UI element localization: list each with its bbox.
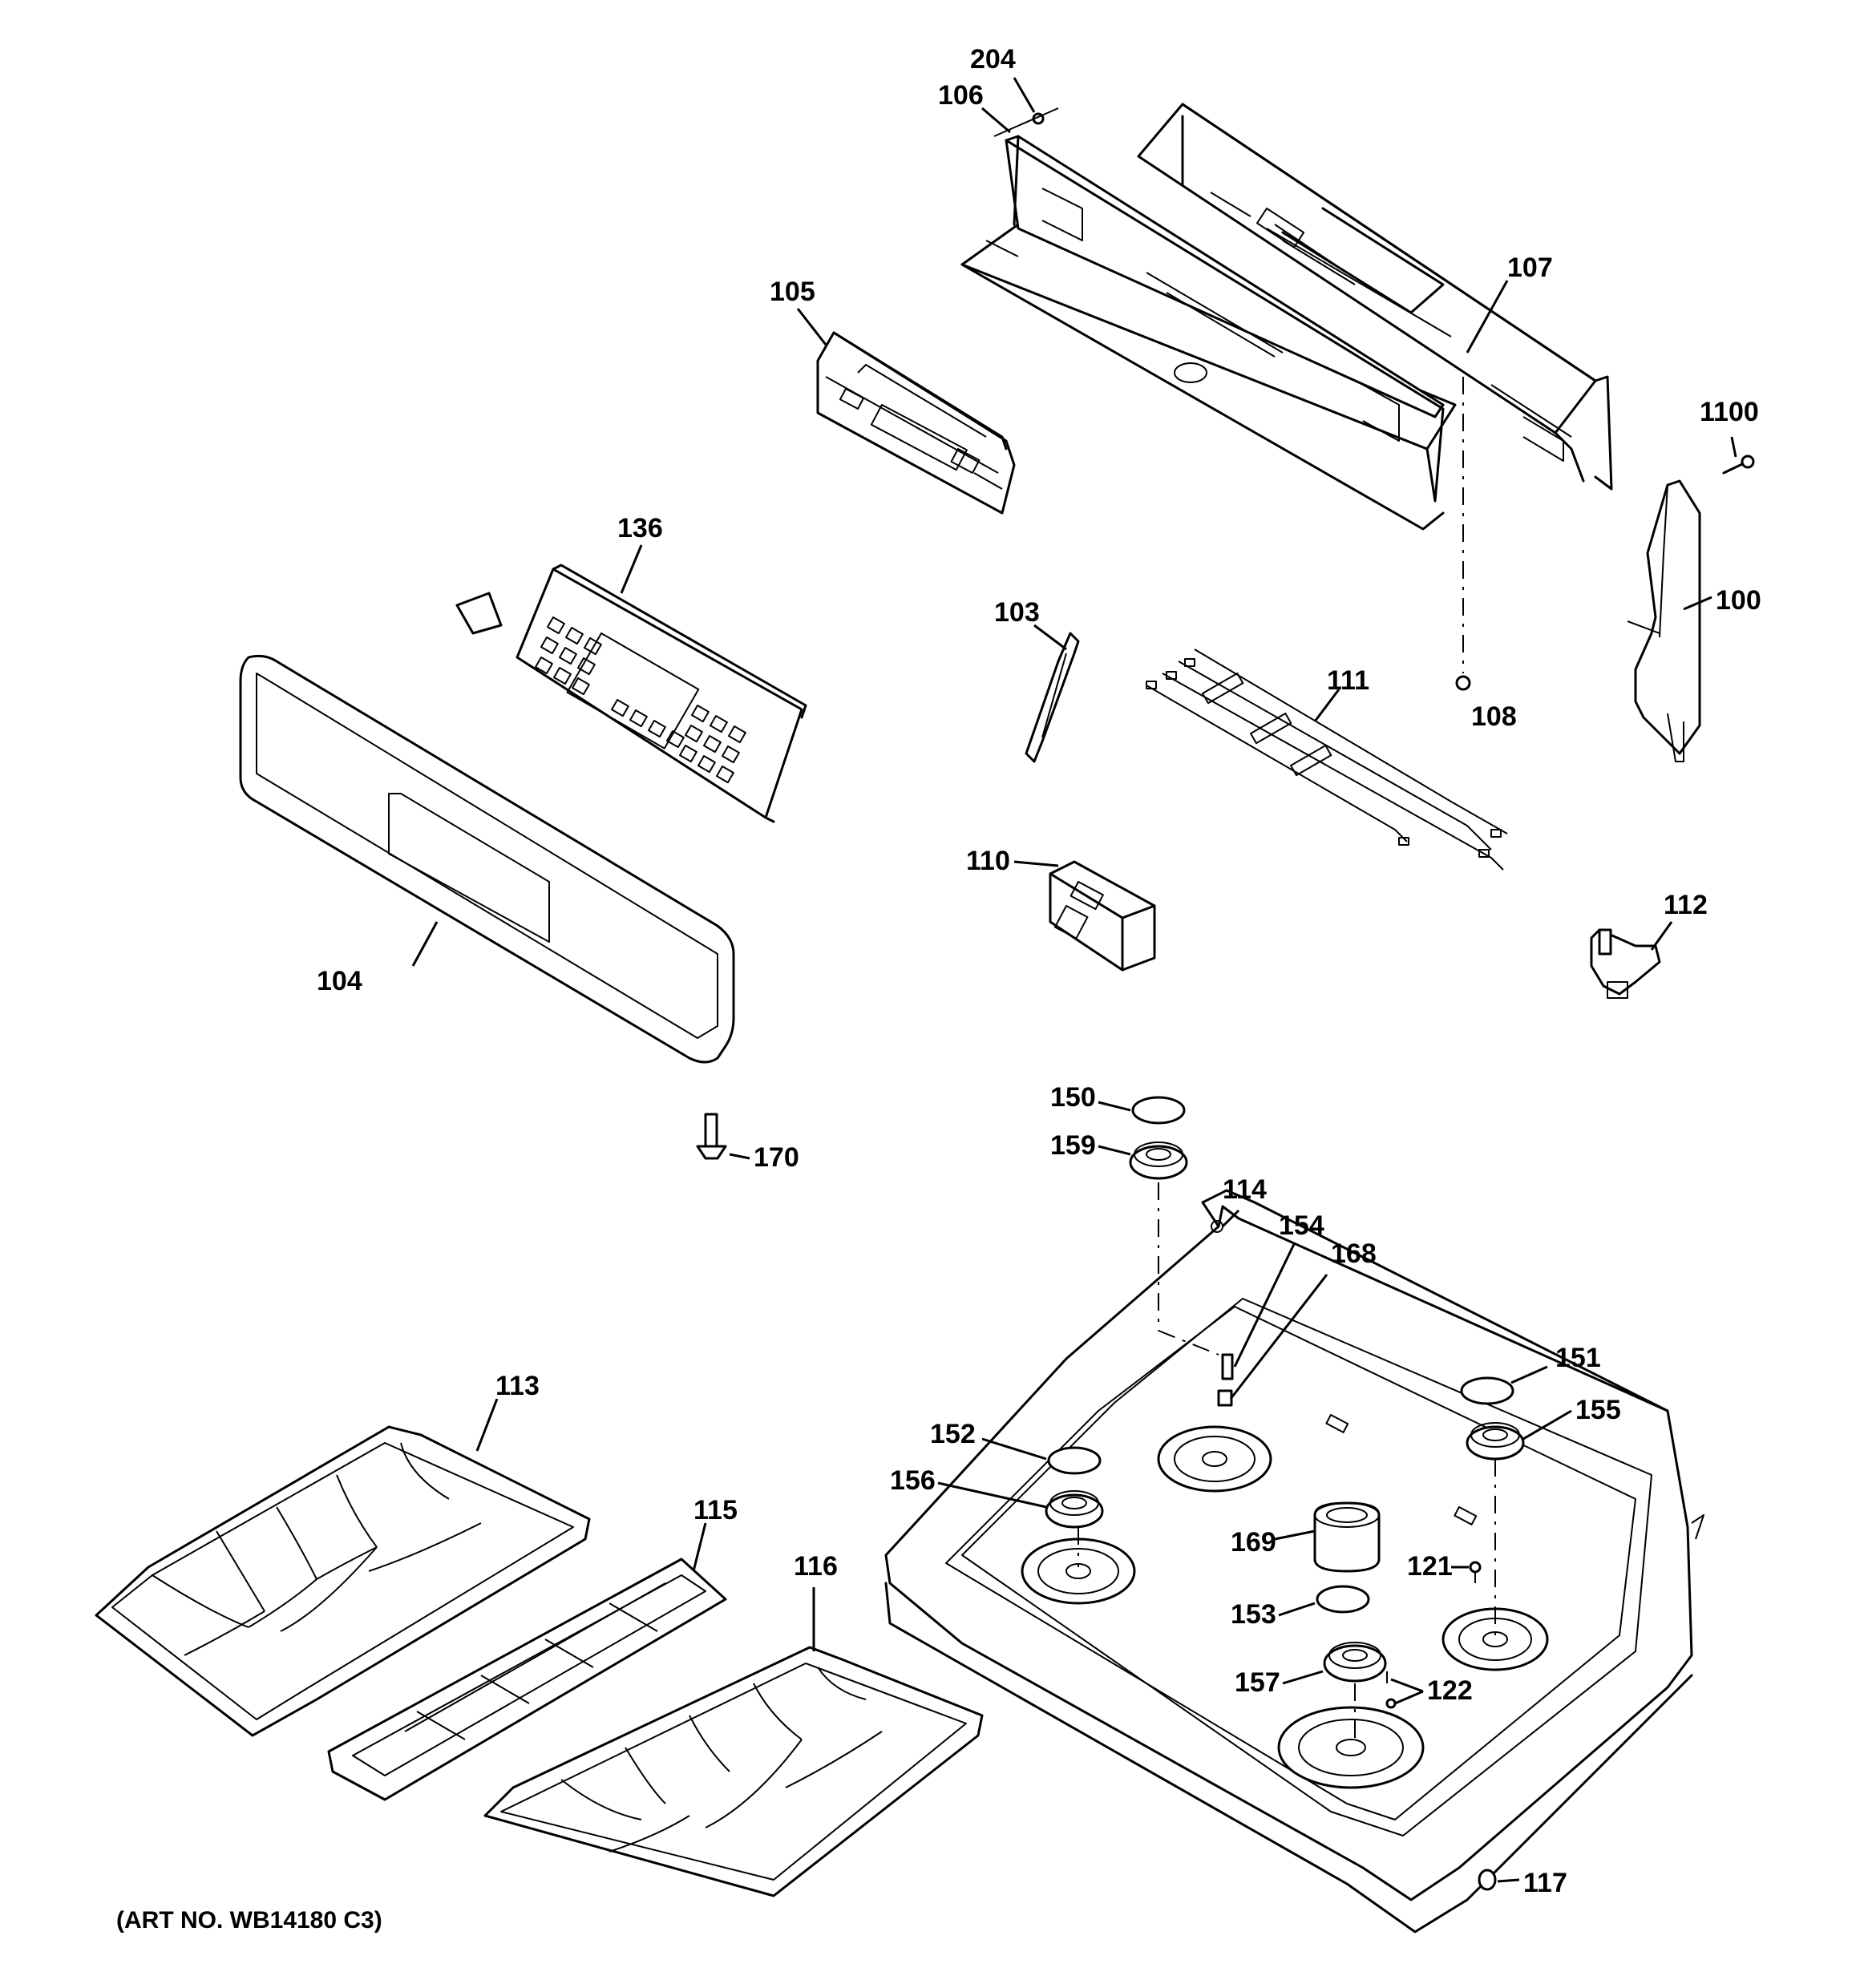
burner-cap-152 — [1047, 1446, 1102, 1475]
grate-right — [483, 1646, 984, 1897]
burner-base-rear-left — [1157, 1425, 1272, 1493]
callout-108: 108 — [1471, 701, 1517, 732]
burner-cap-153 — [1316, 1585, 1370, 1614]
callout-111: 111 — [1327, 665, 1369, 696]
callout-115: 115 — [693, 1495, 738, 1525]
art-number: (ART NO. WB14180 C3) — [116, 1907, 382, 1933]
glass-touch-panel — [455, 564, 807, 823]
callout-170: 170 — [754, 1142, 799, 1173]
bracket — [1025, 632, 1080, 763]
cooktop — [884, 1189, 1704, 1933]
callout-1100: 1100 — [1700, 397, 1759, 427]
leader-lines — [411, 77, 1737, 1883]
control-board — [816, 331, 1016, 515]
screw-204 — [993, 107, 1059, 137]
callout-100: 100 — [1716, 585, 1761, 616]
rear-panel-top — [1137, 103, 1613, 491]
callout-154: 154 — [1279, 1210, 1324, 1241]
callout-122: 122 — [1427, 1675, 1473, 1706]
callout-157: 157 — [1235, 1667, 1280, 1698]
callout-117: 117 — [1523, 1868, 1567, 1898]
callout-159: 159 — [1050, 1130, 1096, 1161]
relay-board — [1049, 860, 1156, 972]
callout-155: 155 — [1575, 1395, 1621, 1425]
grate-center — [327, 1558, 727, 1801]
callout-116: 116 — [794, 1551, 838, 1582]
callout-104: 104 — [317, 966, 362, 996]
burner-169 — [1313, 1501, 1381, 1573]
callout-168: 168 — [1331, 1238, 1377, 1269]
alignment-lines — [1078, 1182, 1496, 1744]
grate-left — [95, 1425, 591, 1737]
screw-1100 — [1722, 455, 1755, 475]
callout-113: 113 — [495, 1371, 540, 1401]
burner-head-157 — [1323, 1642, 1387, 1683]
callout-151: 151 — [1555, 1343, 1601, 1373]
callout-153: 153 — [1231, 1599, 1276, 1630]
burner-head-159 — [1129, 1141, 1188, 1180]
burner-base-front-left — [1021, 1537, 1136, 1605]
callout-107: 107 — [1507, 253, 1553, 283]
wire-harness-ribbon — [1146, 649, 1508, 871]
burner-cap-151 — [1460, 1376, 1514, 1405]
burner-base-front-right — [1277, 1706, 1425, 1789]
control-panel-back — [960, 135, 1457, 531]
side-trim — [1627, 479, 1701, 762]
callout-204: 204 — [970, 44, 1016, 75]
burner-head-155 — [1466, 1422, 1525, 1461]
callout-105: 105 — [770, 277, 815, 307]
burner-cap-150 — [1131, 1096, 1186, 1125]
callout-121: 121 — [1407, 1551, 1453, 1582]
callout-136: 136 — [617, 513, 663, 543]
callout-114: 114 — [1223, 1174, 1267, 1205]
callout-169: 169 — [1231, 1527, 1276, 1558]
burner-head-156 — [1045, 1490, 1104, 1529]
callout-103: 103 — [994, 597, 1040, 628]
callout-106: 106 — [938, 80, 984, 111]
callout-110: 110 — [966, 846, 1010, 876]
callout-labels: 204 106 107 105 1100 100 136 103 111 108… — [116, 44, 1761, 1933]
callout-112: 112 — [1664, 890, 1708, 920]
control-panel-trim — [239, 654, 735, 1064]
screw-121 — [1469, 1561, 1482, 1583]
callout-156: 156 — [890, 1465, 936, 1496]
screw-170 — [696, 1113, 727, 1160]
callout-150: 150 — [1050, 1082, 1096, 1113]
screw-108 — [1455, 377, 1471, 691]
switch — [1590, 928, 1661, 999]
grommet — [1478, 1869, 1497, 1891]
callout-152: 152 — [930, 1419, 976, 1449]
